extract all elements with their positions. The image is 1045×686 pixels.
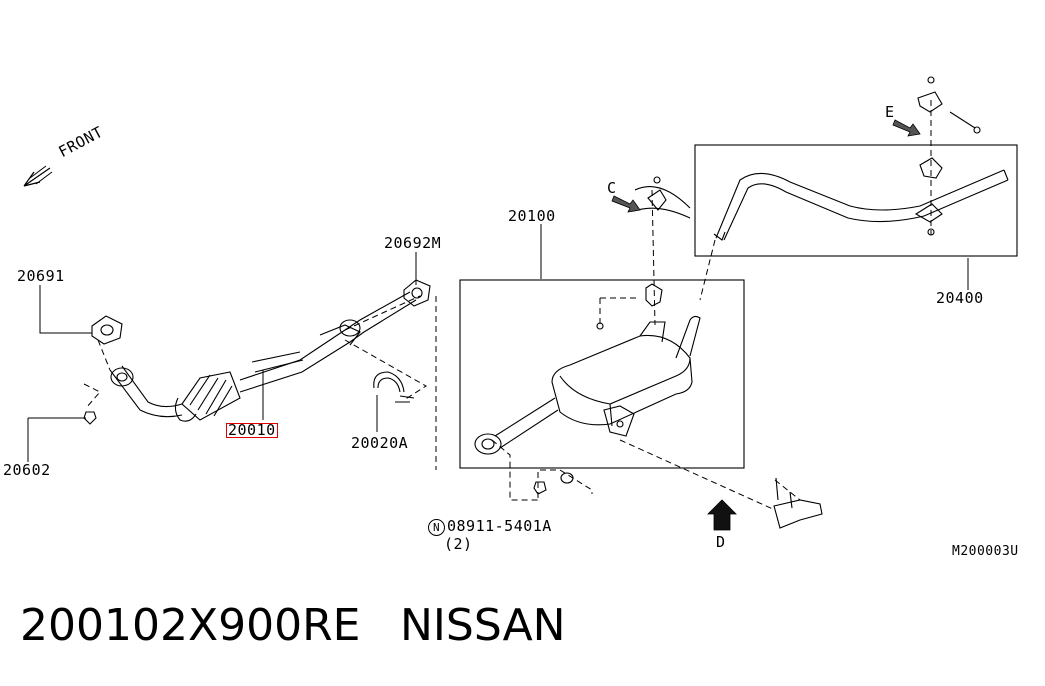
drawing-code: M200003U — [952, 544, 1019, 559]
small-nuts — [533, 322, 604, 495]
view-arrow-c-icon — [611, 195, 641, 213]
mount-d — [773, 477, 823, 529]
tail-pipe-box — [694, 144, 1018, 257]
bolt-quantity: (2) — [444, 535, 473, 553]
view-arrow-d-icon — [707, 499, 737, 531]
clamp-20020A — [373, 371, 415, 403]
bolt-mark-icon: N — [428, 519, 445, 536]
dashed-assembly-lines — [83, 100, 932, 511]
part-label-20400[interactable]: 20400 — [936, 289, 984, 307]
view-arrow-e-icon — [892, 119, 921, 137]
view-label-d: D — [716, 533, 726, 551]
footer-part-number: 200102X900RE — [20, 600, 361, 651]
front-tube-assembly — [109, 291, 417, 422]
gasket-20691 — [91, 315, 123, 345]
front-arrow-icon — [23, 165, 53, 187]
muffler-box — [459, 279, 745, 469]
part-label-20010[interactable]: 20010 — [226, 421, 278, 439]
leader-lines — [27, 224, 969, 462]
center-muffler — [474, 315, 701, 455]
footer-brand: NISSAN — [400, 600, 566, 651]
part-label-20602[interactable]: 20602 — [3, 461, 51, 479]
rubber-mount-c — [634, 176, 691, 307]
nut-20602 — [83, 411, 97, 425]
view-label-c: C — [607, 179, 617, 197]
bolt-part-number: 08911-5401A — [447, 517, 552, 535]
part-label-20692m[interactable]: 20692M — [384, 234, 442, 252]
view-label-e: E — [885, 103, 895, 121]
gasket-20692M — [403, 279, 431, 307]
part-label-20691[interactable]: 20691 — [17, 267, 65, 285]
part-label-20100[interactable]: 20100 — [508, 207, 556, 225]
part-label-20020a[interactable]: 20020A — [351, 434, 409, 452]
tail-tube — [713, 169, 1009, 241]
rubber-mount-e — [917, 76, 981, 179]
